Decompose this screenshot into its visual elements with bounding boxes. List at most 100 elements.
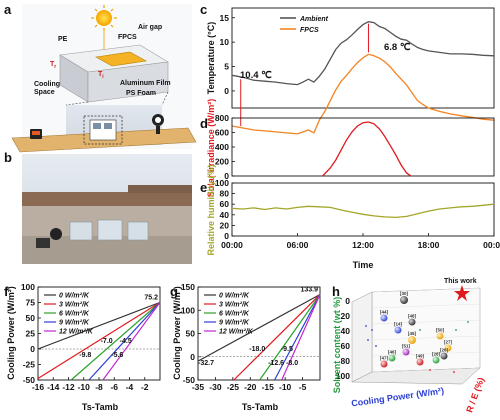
h-ztick-label: 100	[336, 371, 350, 381]
h-data-point	[408, 336, 416, 344]
g-xtick-label: -10	[279, 382, 292, 392]
f-legend-label-3: 9 W/m²/K	[59, 320, 90, 327]
cooling-space-label-2: Space	[34, 89, 55, 96]
panel-c-legend: Ambient FPCS	[280, 16, 329, 34]
panel-f-ylabel: Cooling Power (W/m²)	[6, 286, 16, 380]
g-zero-label: -9.5	[281, 346, 293, 353]
panel-b-photo: b	[4, 150, 192, 264]
panel-g-legend: 0 W/m²/K3 W/m²/K6 W/m²/K9 W/m²/K12 W/m²/…	[204, 293, 254, 336]
h-projection-dot	[367, 339, 369, 341]
f-series-line-2	[70, 301, 161, 381]
g-legend-label-1: 3 W/m²/K	[219, 302, 250, 309]
h-projection-dot	[455, 329, 457, 331]
f-zero-label: -4.5	[120, 338, 132, 345]
h-data-point	[400, 296, 408, 304]
panel-g-label: g	[170, 284, 178, 299]
legend-ambient: Ambient	[299, 16, 329, 23]
d-ytick-label: 600	[215, 128, 229, 138]
d-ytick-label: 800	[215, 113, 229, 123]
annotation-night-diff: 10.4 ℃	[240, 70, 272, 81]
h-ylabel: R / E (%)	[464, 376, 486, 414]
f-xtick-label: -14	[47, 382, 60, 392]
f-legend-label-0: 0 W/m²/K	[59, 293, 90, 300]
data-logger-icon	[30, 129, 42, 139]
panel-e-ylabel: Relative humidity (%)	[206, 164, 216, 255]
f-xtick-label: -8	[95, 382, 103, 392]
g-series-line-0	[197, 293, 321, 362]
e-ytick-label: 100	[215, 178, 229, 188]
g-ytick-label: 100	[181, 305, 195, 315]
panel-h-label: h	[332, 284, 340, 299]
c-ytick-label: 0	[224, 86, 229, 96]
g-legend-label-3: 9 W/m²/K	[219, 320, 250, 327]
h-projection-dot	[419, 329, 421, 331]
panel-g-ylabel: Cooling Power (W/m²)	[172, 286, 182, 380]
h-this-work-label: This work	[444, 278, 477, 285]
photo-sample-box-3	[127, 221, 149, 241]
pe-label: PE	[58, 36, 68, 43]
h-data-point	[388, 354, 396, 362]
photo-table	[22, 236, 192, 264]
h-back-wall	[371, 287, 481, 373]
f-xtick-label: -10	[78, 382, 91, 392]
h-data-point	[394, 326, 402, 334]
g-series-line-1	[233, 294, 321, 381]
h-ztick-label: 40	[341, 326, 351, 336]
h-projection-dot	[467, 321, 469, 323]
e-xtick-label: 00:00	[483, 240, 500, 250]
e-xtick-label: 06:00	[287, 240, 309, 250]
c-ytick-label: 15	[220, 13, 230, 23]
panel-d-ylabel: Solar irradiance (W/m²)	[206, 99, 216, 198]
h-data-ref-label: [45]	[408, 331, 417, 336]
panel-d-plot	[322, 121, 412, 177]
fpcs-sample	[95, 51, 147, 67]
h-data-ref-label: [28]	[432, 352, 441, 357]
h-data-point	[436, 332, 444, 340]
f-intercept-label: 75.2	[144, 294, 158, 301]
photo-sample-box-2	[97, 219, 123, 241]
h-data-point	[408, 318, 416, 326]
panel-c-frame	[231, 7, 495, 109]
g-ytick-label: 150	[181, 282, 195, 292]
photo-anemometer	[50, 228, 62, 240]
photo-building	[22, 192, 192, 206]
photo-building-roof	[128, 185, 192, 193]
panel-e-label: e	[200, 180, 207, 195]
f-xtick-label: -2	[141, 382, 149, 392]
g-xtick-label: -5	[299, 382, 307, 392]
h-grid-line	[371, 335, 481, 341]
h-data-point	[432, 356, 440, 364]
f-legend-label-2: 6 W/m²/K	[59, 311, 90, 318]
e-ytick-label: 0	[224, 231, 229, 241]
c-series-line-1	[231, 53, 495, 135]
f-xtick-label: -6	[110, 382, 118, 392]
f-ytick-label: -25	[23, 360, 36, 370]
g-zero-label: -8.0	[286, 360, 298, 367]
f-ytick-label: 0	[30, 344, 35, 354]
h-projection-dot	[365, 325, 367, 327]
g-zero-label: -18.0	[249, 346, 265, 353]
f-ytick-label: -50	[23, 375, 36, 385]
anemometer-icon	[152, 114, 164, 134]
panel-f-frame	[37, 286, 161, 381]
c-series-line-0	[231, 21, 495, 86]
g-xtick-label: -15	[262, 382, 275, 392]
zoom-line-right	[161, 91, 169, 106]
annotation-day-diff: 6.8 ℃	[384, 42, 411, 53]
g-series-line-2	[259, 294, 321, 381]
g-zero-label: -32.7	[198, 360, 214, 367]
h-data-ref-label: [51]	[402, 344, 411, 349]
h-data-ref-label: [14]	[394, 322, 403, 327]
f-ytick-label: 50	[26, 313, 36, 323]
h-ztick-label: 80	[341, 356, 351, 366]
panel-e-frame	[231, 182, 495, 237]
aluminum-film-label: Aluminum Film	[120, 80, 171, 87]
g-legend-label-0: 0 W/m²/K	[219, 293, 250, 300]
g-series-line-3	[273, 294, 321, 381]
h-ztick-label: 20	[341, 311, 351, 321]
